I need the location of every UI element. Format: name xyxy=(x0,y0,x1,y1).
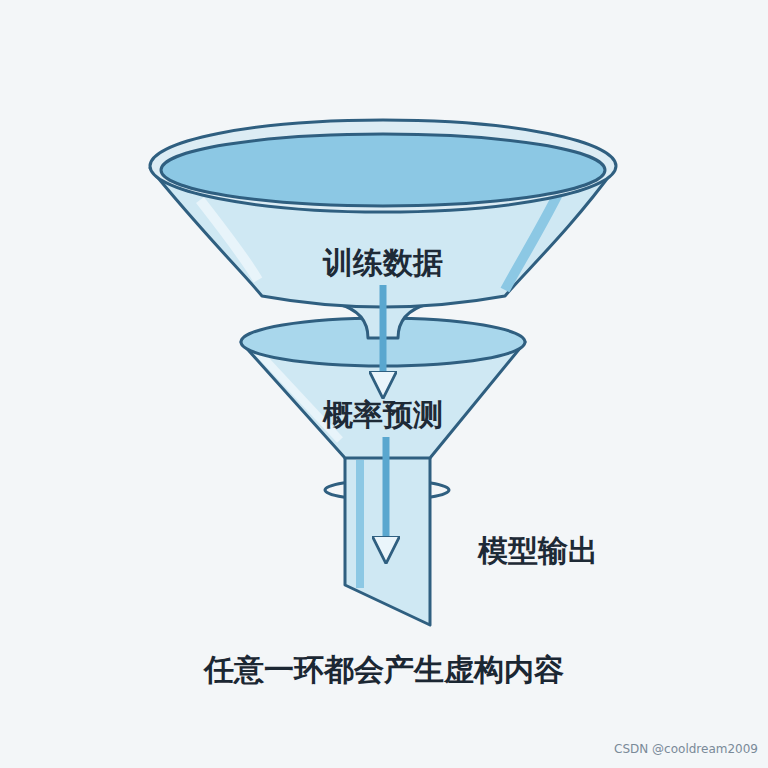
watermark: CSDN @cooldream2009 xyxy=(614,742,758,756)
flow-arrow xyxy=(380,285,387,393)
stage-label: 训练数据 xyxy=(317,243,449,283)
caption: 任意一环都会产生虚构内容 xyxy=(0,650,768,691)
top-funnel-rim xyxy=(150,120,616,212)
output-node: 模型输出 xyxy=(342,560,430,622)
flow-arrow xyxy=(383,437,390,558)
stage-label: 概率预测 xyxy=(317,395,449,435)
stage-label: 模型输出 xyxy=(478,533,598,569)
funnel-stage: 概率预测 xyxy=(317,395,449,435)
funnel-stage: 训练数据 xyxy=(317,243,449,283)
